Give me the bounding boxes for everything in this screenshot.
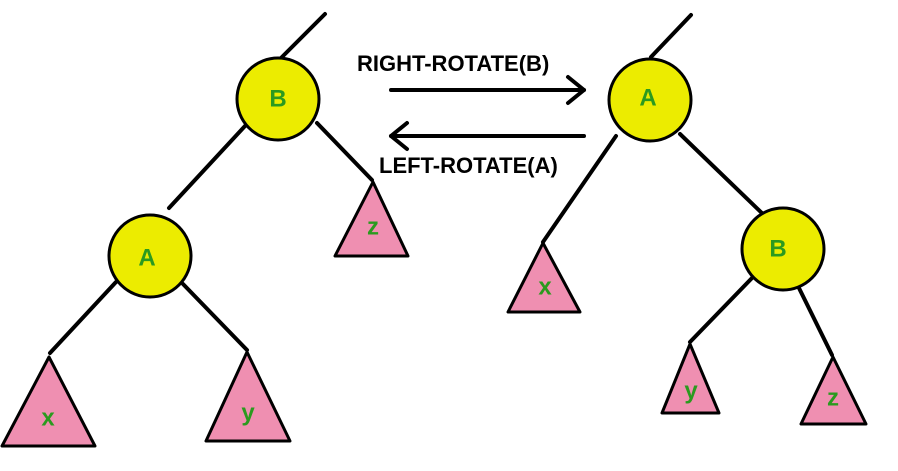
left-edge-a-x xyxy=(48,280,118,355)
left-subtree-z: z xyxy=(333,180,410,258)
left-edge-b-a xyxy=(167,124,247,210)
right-subtree-y: y xyxy=(660,342,721,415)
right-edge-a-b xyxy=(678,132,768,219)
left-node-b-label: B xyxy=(269,86,286,113)
left-tree: B A x y z xyxy=(0,12,410,448)
left-edge-b-z xyxy=(315,121,374,182)
left-edge-a-y xyxy=(181,282,249,352)
left-node-a-label: A xyxy=(138,245,155,272)
right-subtree-x-label: x xyxy=(538,274,552,301)
left-parent-edge xyxy=(279,12,327,60)
right-node-b: B xyxy=(740,206,826,292)
right-subtree-y-label: y xyxy=(684,378,698,405)
right-edge-a-x xyxy=(541,134,618,244)
left-subtree-x: x xyxy=(0,355,97,448)
left-subtree-z-label: z xyxy=(367,214,379,241)
right-node-b-label: B xyxy=(769,236,786,263)
right-subtree-x: x xyxy=(506,241,582,314)
right-edge-b-z xyxy=(795,282,834,357)
left-arrow-icon xyxy=(389,121,586,151)
right-node-a: A xyxy=(607,57,693,143)
right-subtree-z: z xyxy=(799,355,868,426)
left-subtree-x-label: x xyxy=(41,405,55,432)
right-parent-edge xyxy=(649,13,693,59)
right-tree: A B x y z xyxy=(506,13,868,426)
right-node-a-label: A xyxy=(639,85,656,112)
right-rotate-label: RIGHT-ROTATE(B) xyxy=(357,51,549,76)
right-edge-b-y xyxy=(688,276,754,344)
left-node-a: A xyxy=(107,213,193,299)
right-subtree-z-label: z xyxy=(827,385,839,412)
left-rotate-label: LEFT-ROTATE(A) xyxy=(379,153,558,178)
left-subtree-y: y xyxy=(204,350,292,443)
rotation-operations: RIGHT-ROTATE(B) LEFT-ROTATE(A) xyxy=(357,51,586,178)
right-arrow-icon xyxy=(389,75,586,105)
left-node-b: B xyxy=(235,56,321,142)
left-subtree-y-label: y xyxy=(241,400,255,427)
